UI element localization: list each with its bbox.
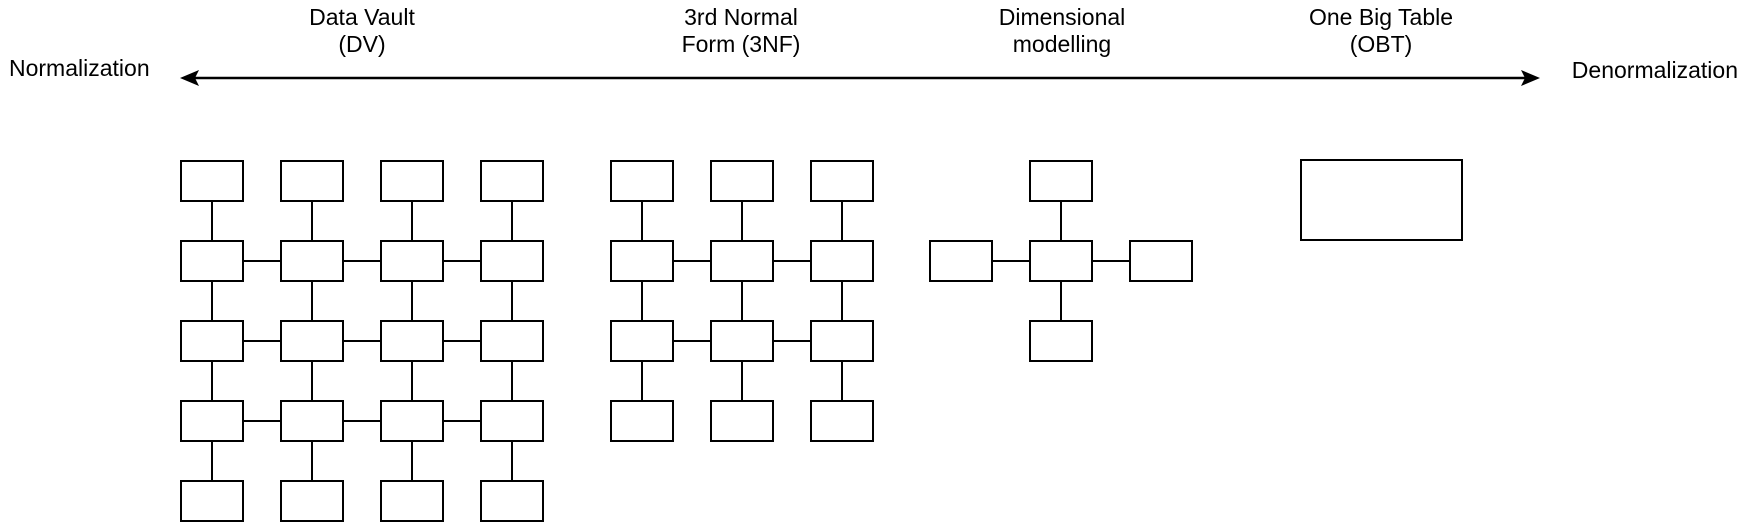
- one-big-table-label: One Big Table (OBT): [1309, 4, 1453, 58]
- dimensional-modelling-label-line1: Dimensional: [998, 4, 1126, 30]
- data-vault-diagram-box: [480, 160, 544, 202]
- one-big-table-label-line1: One Big Table: [1308, 4, 1454, 30]
- third-normal-form-diagram-box: [610, 320, 674, 362]
- data-vault-label-line2: (DV): [338, 31, 386, 57]
- third-normal-form-diagram-box: [810, 240, 874, 282]
- third-normal-form-diagram-box: [810, 320, 874, 362]
- data-vault-diagram-box: [380, 240, 444, 282]
- data-vault-label: Data Vault (DV): [309, 4, 415, 58]
- dimensional-modelling-diagram-box: [1029, 320, 1093, 362]
- data-vault-diagram-box: [180, 480, 244, 522]
- third-normal-form-diagram-box: [710, 400, 774, 442]
- dimensional-modelling-diagram-box: [1129, 240, 1193, 282]
- data-vault-diagram-box: [380, 400, 444, 442]
- one-big-table-diagram-box: [1300, 159, 1463, 241]
- data-vault-label-line1: Data Vault: [309, 4, 415, 30]
- data-vault-diagram-box: [480, 320, 544, 362]
- data-vault-diagram-box: [180, 240, 244, 282]
- third-normal-form-diagram-box: [710, 240, 774, 282]
- data-vault-diagram-box: [480, 480, 544, 522]
- data-vault-diagram-box: [180, 160, 244, 202]
- normalization-label: Normalization: [9, 55, 150, 81]
- dimensional-modelling-label-line2: modelling: [1012, 31, 1112, 57]
- data-vault-diagram-box: [180, 320, 244, 362]
- third-normal-form-label: 3rd Normal Form (3NF): [682, 4, 801, 58]
- third-normal-form-diagram-box: [610, 400, 674, 442]
- third-normal-form-label-line1: 3rd Normal: [684, 4, 798, 30]
- data-vault-diagram-box: [280, 400, 344, 442]
- dimensional-modelling-label: Dimensional modelling: [999, 4, 1126, 58]
- data-vault-diagram-box: [380, 160, 444, 202]
- data-vault-diagram-box: [480, 240, 544, 282]
- denormalization-label: Denormalization: [1571, 57, 1738, 83]
- third-normal-form-diagram-box: [610, 240, 674, 282]
- arrow-head-right: [1521, 70, 1540, 86]
- data-vault-diagram-box: [280, 320, 344, 362]
- third-normal-form-diagram-box: [610, 160, 674, 202]
- third-normal-form-diagram-box: [810, 160, 874, 202]
- dimensional-modelling-diagram-box: [929, 240, 993, 282]
- third-normal-form-diagram-box: [710, 160, 774, 202]
- data-vault-diagram-box: [380, 480, 444, 522]
- data-vault-diagram-box: [480, 400, 544, 442]
- one-big-table-label-line2: (OBT): [1349, 31, 1413, 57]
- arrow-head-left: [180, 70, 199, 86]
- third-normal-form-diagram-box: [710, 320, 774, 362]
- third-normal-form-label-line2: Form (3NF): [681, 31, 801, 57]
- data-vault-diagram-box: [280, 160, 344, 202]
- dimensional-modelling-diagram-box: [1029, 240, 1093, 282]
- dimensional-modelling-diagram-box: [1029, 160, 1093, 202]
- data-vault-diagram-box: [180, 400, 244, 442]
- data-vault-diagram-box: [280, 480, 344, 522]
- third-normal-form-diagram-box: [810, 400, 874, 442]
- data-vault-diagram-box: [380, 320, 444, 362]
- data-vault-diagram-box: [280, 240, 344, 282]
